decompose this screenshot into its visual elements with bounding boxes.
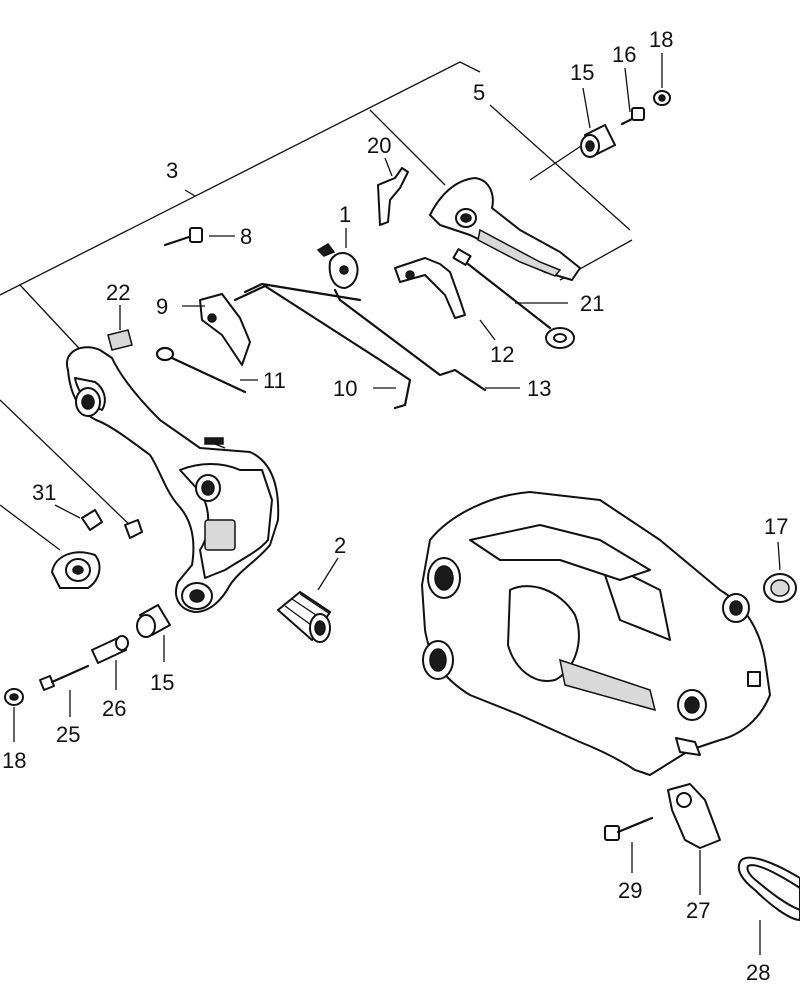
screw-29 [604, 816, 654, 841]
label-part-17: 17 [764, 514, 788, 539]
label-part-27: 27 [686, 898, 710, 923]
front-handle-housing [65, 346, 280, 613]
label-part-21: 21 [580, 291, 604, 316]
callout-leaders [13, 53, 781, 955]
bracket-clip-20 [377, 167, 409, 226]
part-labels: 1 2 3 5 8 9 10 11 12 13 15 15 16 17 18 1… [2, 27, 788, 985]
rear-handle-cover [429, 177, 581, 281]
label-part-3: 3 [166, 158, 178, 183]
label-part-15-lower: 15 [150, 670, 174, 695]
assembly-leaders [0, 61, 633, 551]
label-part-25: 25 [56, 722, 80, 747]
bushing-15-lower [136, 604, 171, 638]
label-part-20: 20 [367, 133, 391, 158]
cable-21 [452, 248, 575, 349]
label-part-22: 22 [106, 280, 130, 305]
pin-26 [91, 635, 129, 664]
label-part-26: 26 [102, 696, 126, 721]
label-part-10: 10 [333, 376, 357, 401]
rubber-mount [277, 591, 331, 643]
throttle-trigger [199, 293, 251, 366]
label-part-29: 29 [618, 878, 642, 903]
switch-part [316, 243, 359, 289]
washer-18-top [653, 90, 671, 106]
seal-28 [737, 856, 800, 921]
bolt-25 [39, 664, 90, 691]
label-part-9: 9 [156, 294, 168, 319]
label-part-28: 28 [746, 960, 770, 985]
grommet-17 [763, 573, 797, 603]
washer-18-lower [4, 688, 24, 706]
label-part-1: 1 [339, 202, 351, 227]
clip-31 [51, 509, 143, 589]
label-part-11: 11 [263, 368, 286, 393]
spring-11 [155, 346, 247, 394]
label-part-15-top: 15 [570, 60, 594, 85]
throttle-rods [233, 282, 487, 410]
crankcase [421, 491, 771, 776]
screw-16 [620, 107, 645, 126]
screw-8 [163, 227, 203, 247]
bushing-15-top [580, 124, 616, 158]
chain-catcher-27 [667, 783, 721, 849]
label-part-2: 2 [334, 533, 346, 558]
label-part-18-top: 18 [649, 27, 673, 52]
label-part-5: 5 [473, 80, 485, 105]
label-part-16: 16 [612, 42, 636, 67]
decal-22 [107, 329, 133, 351]
label-part-12: 12 [490, 342, 514, 367]
label-part-31: 31 [32, 480, 56, 505]
label-part-8: 8 [240, 224, 252, 249]
label-part-18-lower: 18 [2, 748, 26, 773]
stop-lever [394, 257, 466, 319]
label-part-13: 13 [527, 376, 551, 401]
